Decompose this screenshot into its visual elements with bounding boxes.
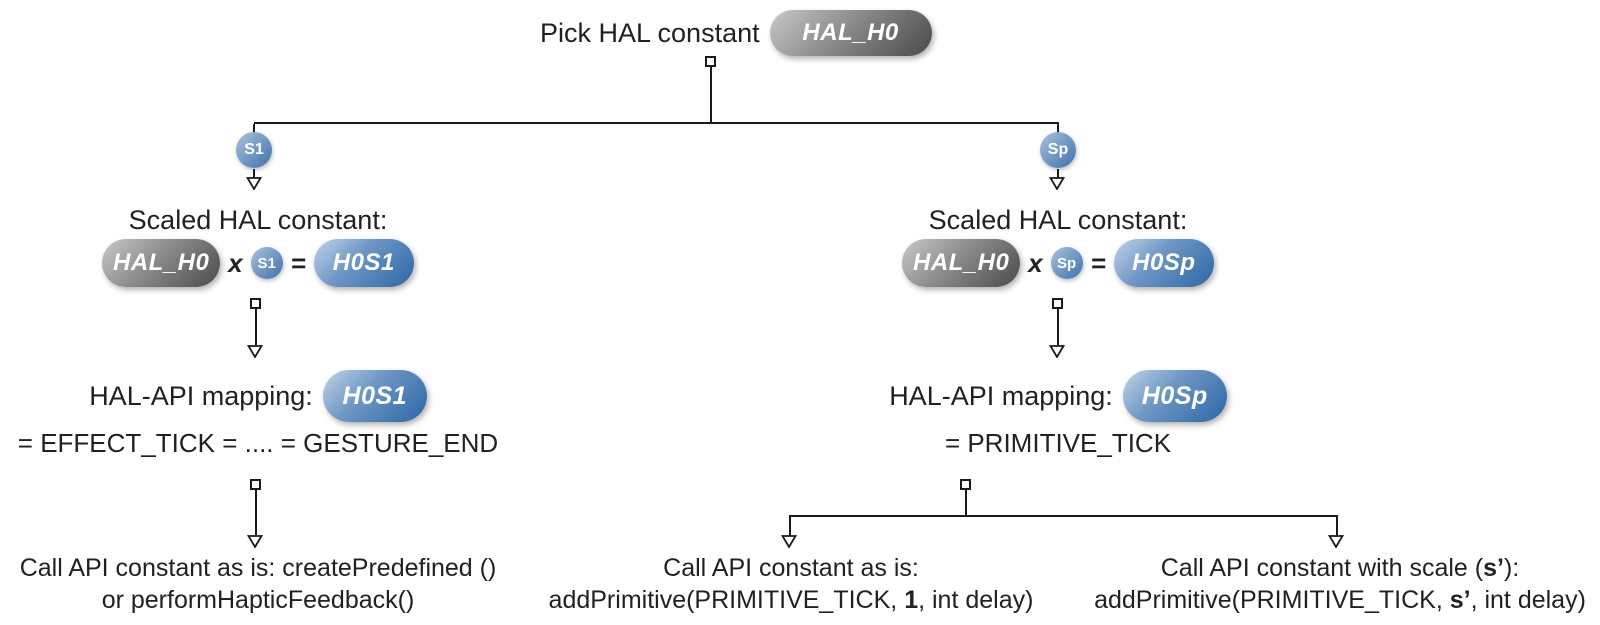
- branch-line: [254, 122, 1059, 124]
- hal-constant-badge: HAL_H0: [902, 239, 1021, 287]
- call-api-line1: Call API constant as is:: [663, 554, 919, 582]
- call-api-line1: Call API constant as is: createPredefine…: [19, 554, 497, 582]
- connector-node: [960, 479, 971, 490]
- call-api-text-right: Call API constant with scale (s’): addPr…: [1082, 552, 1598, 616]
- scale-badge-s1-small: S1: [250, 247, 283, 279]
- connector-node: [250, 479, 261, 490]
- scale-badge-sp-small: Sp: [1050, 247, 1083, 279]
- mapping-badge-right: H0Sp: [1122, 370, 1227, 422]
- mapping-label-left: HAL-API mapping:: [89, 381, 313, 411]
- mapping-row-left: HAL-API mapping: H0S1: [0, 369, 516, 423]
- scale-value: s’: [1449, 586, 1471, 614]
- arrow-down-icon: [1049, 177, 1065, 190]
- code-text: , int delay): [1470, 586, 1586, 614]
- arrow-down-icon: [1328, 535, 1344, 548]
- arrow-down-icon: [781, 535, 797, 548]
- connector-node: [250, 298, 261, 309]
- hal-constant-badge: HAL_H0: [102, 239, 221, 287]
- times-operator: x: [228, 247, 243, 278]
- code-text: addPrimitive(PRIMITIVE_TICK,: [1094, 586, 1450, 614]
- scaled-result-badge: H0S1: [313, 239, 414, 287]
- mapping-equation-left: = EFFECT_TICK = .... = GESTURE_END: [17, 428, 499, 458]
- call-api-line2: addPrimitive(PRIMITIVE_TICK, 1, int dela…: [533, 584, 1049, 616]
- connector-node: [705, 56, 716, 67]
- scale-badge-sp: Sp: [1040, 132, 1076, 168]
- mapping-badge-left: H0S1: [322, 370, 427, 422]
- call-api-text-middle: Call API constant as is: addPrimitive(PR…: [533, 552, 1049, 616]
- mapping-label-right: HAL-API mapping:: [889, 381, 1113, 411]
- scale-badge-s1: S1: [236, 132, 272, 168]
- scaled-constant-title-left: Scaled HAL constant:: [128, 205, 388, 235]
- connector-line: [1336, 517, 1338, 536]
- times-operator: x: [1028, 247, 1043, 278]
- connector-line: [255, 309, 257, 345]
- scale-value: 1: [904, 586, 919, 614]
- connector-line: [255, 490, 257, 535]
- root-label: Pick HAL constant: [540, 17, 760, 48]
- code-text: addPrimitive(PRIMITIVE_TICK,: [548, 586, 905, 614]
- scaled-constant-title-right: Scaled HAL constant:: [928, 205, 1188, 235]
- connector-line: [253, 124, 255, 133]
- call-api-line1: Call API constant with scale (s’):: [1082, 552, 1598, 584]
- mapping-row-right: HAL-API mapping: H0Sp: [858, 369, 1258, 423]
- connector-line: [789, 517, 791, 536]
- connector-line: [710, 67, 712, 122]
- connector-node: [1052, 298, 1063, 309]
- root-badge: HAL_H0: [769, 9, 932, 56]
- arrow-down-icon: [247, 345, 263, 358]
- arrow-down-icon: [246, 177, 262, 190]
- scaled-equation-right: HAL_H0 x Sp = H0Sp: [858, 237, 1258, 289]
- equals-operator: =: [1090, 247, 1106, 278]
- call-api-line2: or performHapticFeedback(): [101, 586, 415, 614]
- connector-line: [1057, 309, 1059, 345]
- equals-operator: =: [290, 247, 306, 278]
- connector-line: [1057, 169, 1059, 178]
- call-api-text-left: Call API constant as is: createPredefine…: [0, 552, 516, 616]
- split-branch-line: [789, 515, 1338, 517]
- scaled-equation-left: HAL_H0 x S1 = H0S1: [0, 237, 516, 289]
- mapping-equation-right: = PRIMITIVE_TICK: [944, 428, 1172, 458]
- code-text: , int delay): [918, 586, 1034, 614]
- connector-line: [253, 169, 255, 178]
- call-api-line2: addPrimitive(PRIMITIVE_TICK, s’, int del…: [1082, 584, 1598, 616]
- scaled-result-badge: H0Sp: [1113, 239, 1214, 287]
- label-text: Call API constant with scale (: [1160, 554, 1484, 582]
- connector-line: [965, 490, 967, 517]
- connector-line: [1057, 124, 1059, 133]
- scale-value: s’: [1483, 554, 1504, 582]
- root-node: Pick HAL constant HAL_H0: [540, 9, 932, 56]
- arrow-down-icon: [247, 535, 263, 548]
- label-text: ):: [1503, 554, 1520, 582]
- arrow-down-icon: [1049, 345, 1065, 358]
